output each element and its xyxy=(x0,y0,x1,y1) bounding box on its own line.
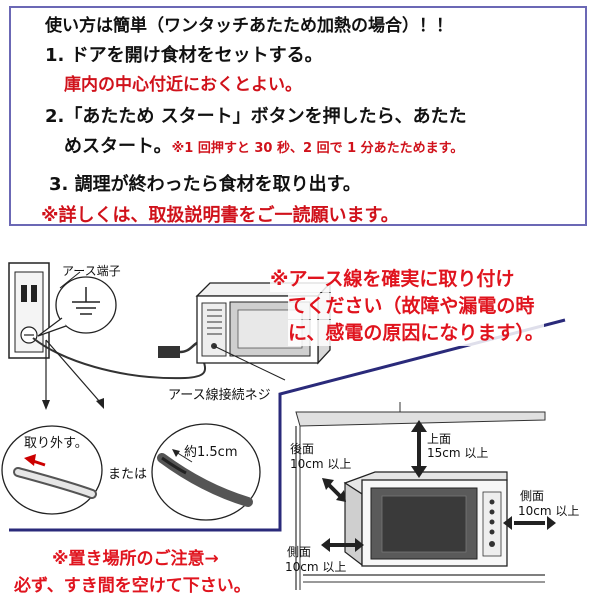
right-side-clearance-label: 側面 xyxy=(520,489,545,503)
ground-terminal-callout xyxy=(37,276,117,337)
back-clearance-label: 後面 xyxy=(290,442,315,456)
screw-leader-line xyxy=(213,345,286,381)
right-side-clearance-value: 10cm 以上 xyxy=(518,504,580,518)
step-2-text: めスタート。 xyxy=(64,136,172,157)
earth-wire xyxy=(32,337,207,380)
clearance-arrows xyxy=(321,420,556,552)
earth-warning-line-2: てください（故障や漏電の時 xyxy=(288,293,535,319)
instructions-footer: ※詳しくは、取扱説明書をご一読願います。 xyxy=(41,205,399,226)
arrow-down-right xyxy=(45,339,101,403)
step-2-line-b: めスタート。※1 回押すと 30 秒、2 回で 1 分あたためます。 xyxy=(64,132,463,158)
strip-length-label: 約1.5cm xyxy=(184,445,238,460)
installation-space xyxy=(295,402,546,590)
earth-warning-line-3: に、感電の原因になります）。 xyxy=(288,320,544,346)
back-clearance-value: 10cm 以上 xyxy=(290,457,352,471)
instructions-panel: 使い方は簡単（ワンタッチあたため加熱の場合）！！ 1. ドアを開け食材をセットす… xyxy=(9,6,587,226)
step-1-note: 庫内の中心付近におくとよい。 xyxy=(64,75,302,95)
left-side-clearance-label: 側面 xyxy=(287,545,312,559)
section-divider-line xyxy=(9,318,566,532)
placement-note-line-2: 必ず、すき間を空けて下さい。 xyxy=(14,576,251,596)
step-2-line-a: 2.「あたため スタート」ボタンを押したら、あたた xyxy=(45,106,467,127)
instructions-heading: 使い方は簡単（ワンタッチあたため加熱の場合）！！ xyxy=(45,16,453,36)
step-3: 3. 調理が終わったら食材を取り出す。 xyxy=(49,174,361,195)
earth-terminal-label: アース端子 xyxy=(62,264,121,278)
step-1: 1. ドアを開け食材をセットする。 xyxy=(45,45,323,66)
earth-screw-label: アース線接続ネジ xyxy=(168,388,271,403)
microwave-front-view xyxy=(343,471,508,567)
wire-remove-label: 取り外す。 xyxy=(24,436,88,451)
step-2-note: ※1 回押すと 30 秒、2 回で 1 分あたためます。 xyxy=(171,141,464,156)
wall-outlet xyxy=(8,262,50,359)
top-clearance-value: 15cm 以上 xyxy=(427,446,489,460)
wire-strip-bubble xyxy=(151,423,261,521)
wire-remove-bubble xyxy=(1,425,103,515)
placement-note-line-1: ※置き場所のご注意→ xyxy=(52,549,219,569)
earth-warning-line-1: ※アース線を確実に取り付け xyxy=(270,266,515,292)
left-side-clearance-value: 10cm 以上 xyxy=(285,560,347,574)
or-label: または xyxy=(108,467,148,482)
top-clearance-label: 上面 xyxy=(427,432,452,446)
terminal-leader-line xyxy=(59,271,81,289)
